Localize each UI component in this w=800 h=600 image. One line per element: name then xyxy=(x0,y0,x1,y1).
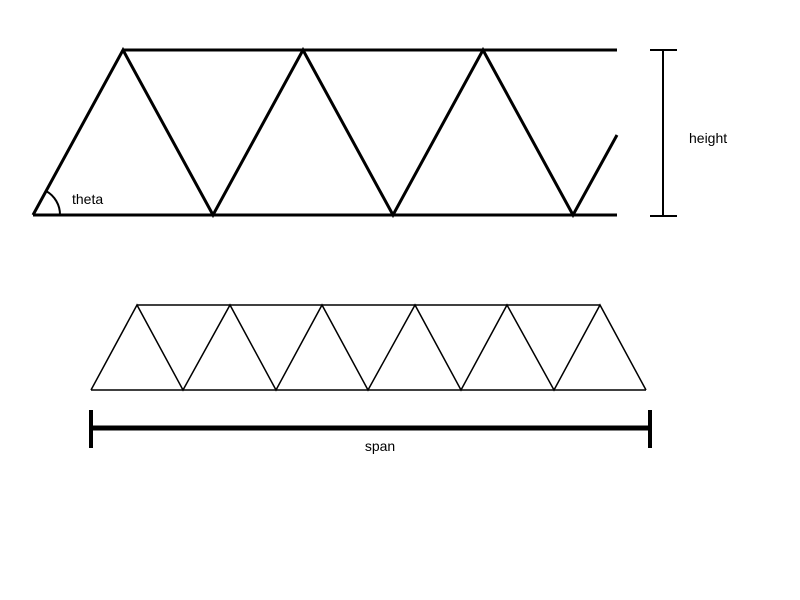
full-truss-web-members xyxy=(90,303,647,392)
full-truss xyxy=(90,303,647,392)
height-dimension xyxy=(650,49,677,217)
span-dimension xyxy=(89,410,652,448)
span-label: span xyxy=(365,438,395,454)
detail-truss-web-members xyxy=(31,46,619,219)
detail-truss xyxy=(31,46,619,219)
height-label: height xyxy=(689,130,727,146)
angle-label: theta xyxy=(72,191,103,207)
angle-arc xyxy=(45,190,62,216)
